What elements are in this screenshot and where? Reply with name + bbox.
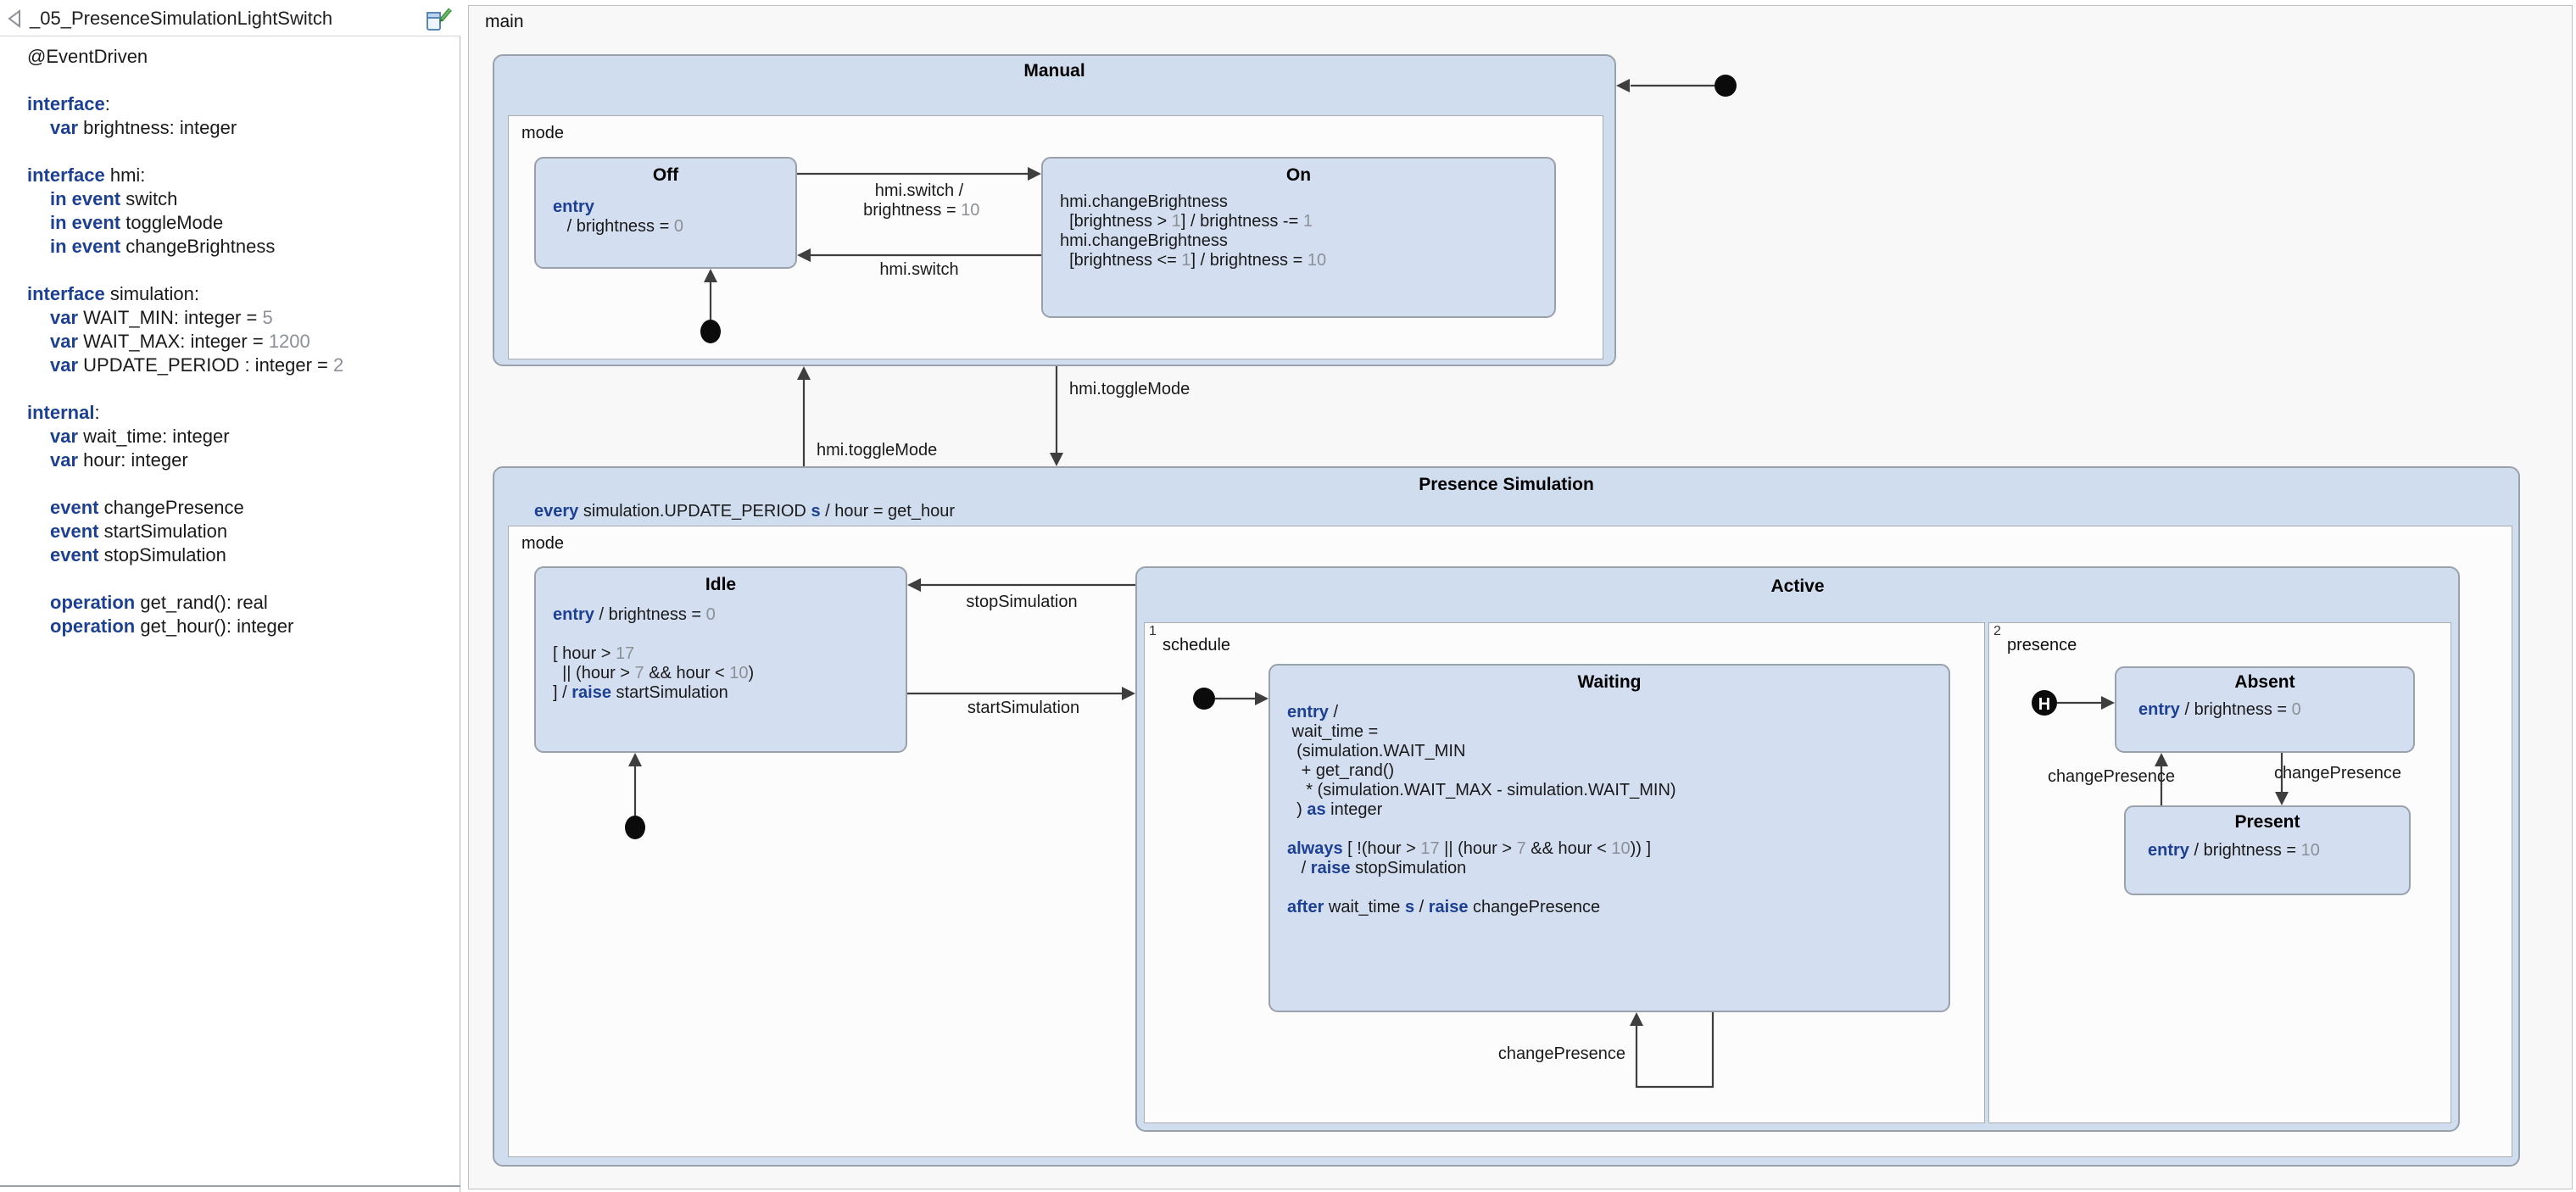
initial-state-manual-mode[interactable] <box>700 320 721 343</box>
initial-state-ps-mode[interactable] <box>625 816 645 839</box>
state-off[interactable]: Off entry / brightness = 0 <box>534 157 797 269</box>
transition-manual-to-ps[interactable] <box>1050 366 1063 466</box>
state-off-behavior: entry / brightness = 0 <box>553 198 683 236</box>
region-schedule-label: schedule <box>1163 636 1231 654</box>
label-toggle-down: hmi.toggleMode <box>1069 380 1190 398</box>
collapse-left-icon[interactable] <box>5 8 24 29</box>
state-absent-title: Absent <box>2234 672 2295 692</box>
state-on[interactable]: On hmi.changeBrightness [brightness > 1]… <box>1041 157 1556 318</box>
state-presence-simulation-title: Presence Simulation <box>1419 475 1594 494</box>
state-waiting[interactable]: Waiting entry / wait_time = (simulation.… <box>1268 664 1950 1012</box>
history-node-label: H <box>2038 695 2050 714</box>
label-present-to-absent: changePresence <box>2047 767 2176 786</box>
transition-present-to-absent[interactable] <box>2155 753 2168 805</box>
state-on-behavior: hmi.changeBrightness [brightness > 1] / … <box>1060 192 1327 270</box>
label-waiting-loop: changePresence <box>1497 1044 1625 1063</box>
state-waiting-behavior: entry / wait_time = (simulation.WAIT_MIN… <box>1287 703 1676 916</box>
state-present-title: Present <box>2234 812 2300 832</box>
label-stop-simulation: stopSimulation <box>966 593 1078 611</box>
state-absent-behavior: entry / brightness = 0 <box>2138 700 2301 719</box>
state-idle-behavior: entry / brightness = 0 [ hour > 17 || (h… <box>553 605 755 702</box>
region-schedule-number: 1 <box>1149 624 1157 638</box>
transition-waiting-self-loop[interactable] <box>1630 1012 1715 1089</box>
label-absent-to-present: changePresence <box>2273 764 2402 783</box>
transition-initial-to-idle[interactable] <box>625 753 645 839</box>
state-idle-title: Idle <box>705 575 737 594</box>
state-on-title: On <box>1285 165 1312 185</box>
state-presence-simulation-local-reaction: every simulation.UPDATE_PERIOD s / hour … <box>534 502 956 521</box>
state-present-behavior: entry / brightness = 10 <box>2148 841 2320 860</box>
transition-initial-to-waiting[interactable] <box>1193 688 1268 710</box>
state-present[interactable]: Present entry / brightness = 10 <box>2124 805 2411 895</box>
transition-initial-to-manual[interactable] <box>1616 75 1737 97</box>
transition-on-to-off[interactable] <box>797 248 1041 262</box>
state-active-title: Active <box>1770 577 1825 596</box>
label-on-to-off: hmi.switch <box>879 260 959 279</box>
transition-active-to-idle[interactable] <box>907 578 1135 592</box>
label-toggle-up: hmi.toggleMode <box>817 441 938 460</box>
state-off-title: Off <box>652 165 679 185</box>
region-presence-label: presence <box>2007 636 2077 654</box>
region-manual-mode-label: mode <box>521 124 565 142</box>
definition-header: _05_PresenceSimulationLightSwitch <box>0 0 460 36</box>
transition-history-to-absent[interactable]: H <box>2032 690 2115 716</box>
transition-initial-to-off[interactable] <box>700 269 721 343</box>
region-presence-number: 2 <box>1993 624 2001 638</box>
edit-definition-icon[interactable] <box>422 7 454 32</box>
shallow-history-node[interactable] <box>2032 690 2057 716</box>
transition-ps-to-manual[interactable] <box>797 366 811 466</box>
state-manual-title: Manual <box>1023 61 1085 81</box>
sidebar-bottom-divider <box>0 1185 460 1187</box>
transition-off-to-on[interactable] <box>797 167 1041 181</box>
statechart-title: _05_PresenceSimulationLightSwitch <box>30 8 333 29</box>
initial-state-main[interactable] <box>1715 75 1737 97</box>
label-start-simulation: startSimulation <box>967 699 1080 717</box>
main-region-label: main <box>485 12 524 31</box>
label-off-to-on: hmi.switch / brightness = 10 <box>858 181 980 220</box>
region-ps-mode-label: mode <box>521 534 565 553</box>
state-absent[interactable]: Absent entry / brightness = 0 <box>2115 666 2415 753</box>
transition-absent-to-present[interactable] <box>2275 753 2289 805</box>
state-waiting-title: Waiting <box>1577 672 1642 692</box>
state-idle[interactable]: Idle entry / brightness = 0 [ hour > 17 … <box>534 566 907 753</box>
initial-state-schedule[interactable] <box>1193 688 1215 710</box>
definition-sidebar: _05_PresenceSimulationLightSwitch @Event… <box>0 0 460 1192</box>
transition-idle-to-active[interactable] <box>907 687 1135 700</box>
definition-text-editor[interactable]: @EventDriven interface:var brightness: i… <box>27 46 344 637</box>
